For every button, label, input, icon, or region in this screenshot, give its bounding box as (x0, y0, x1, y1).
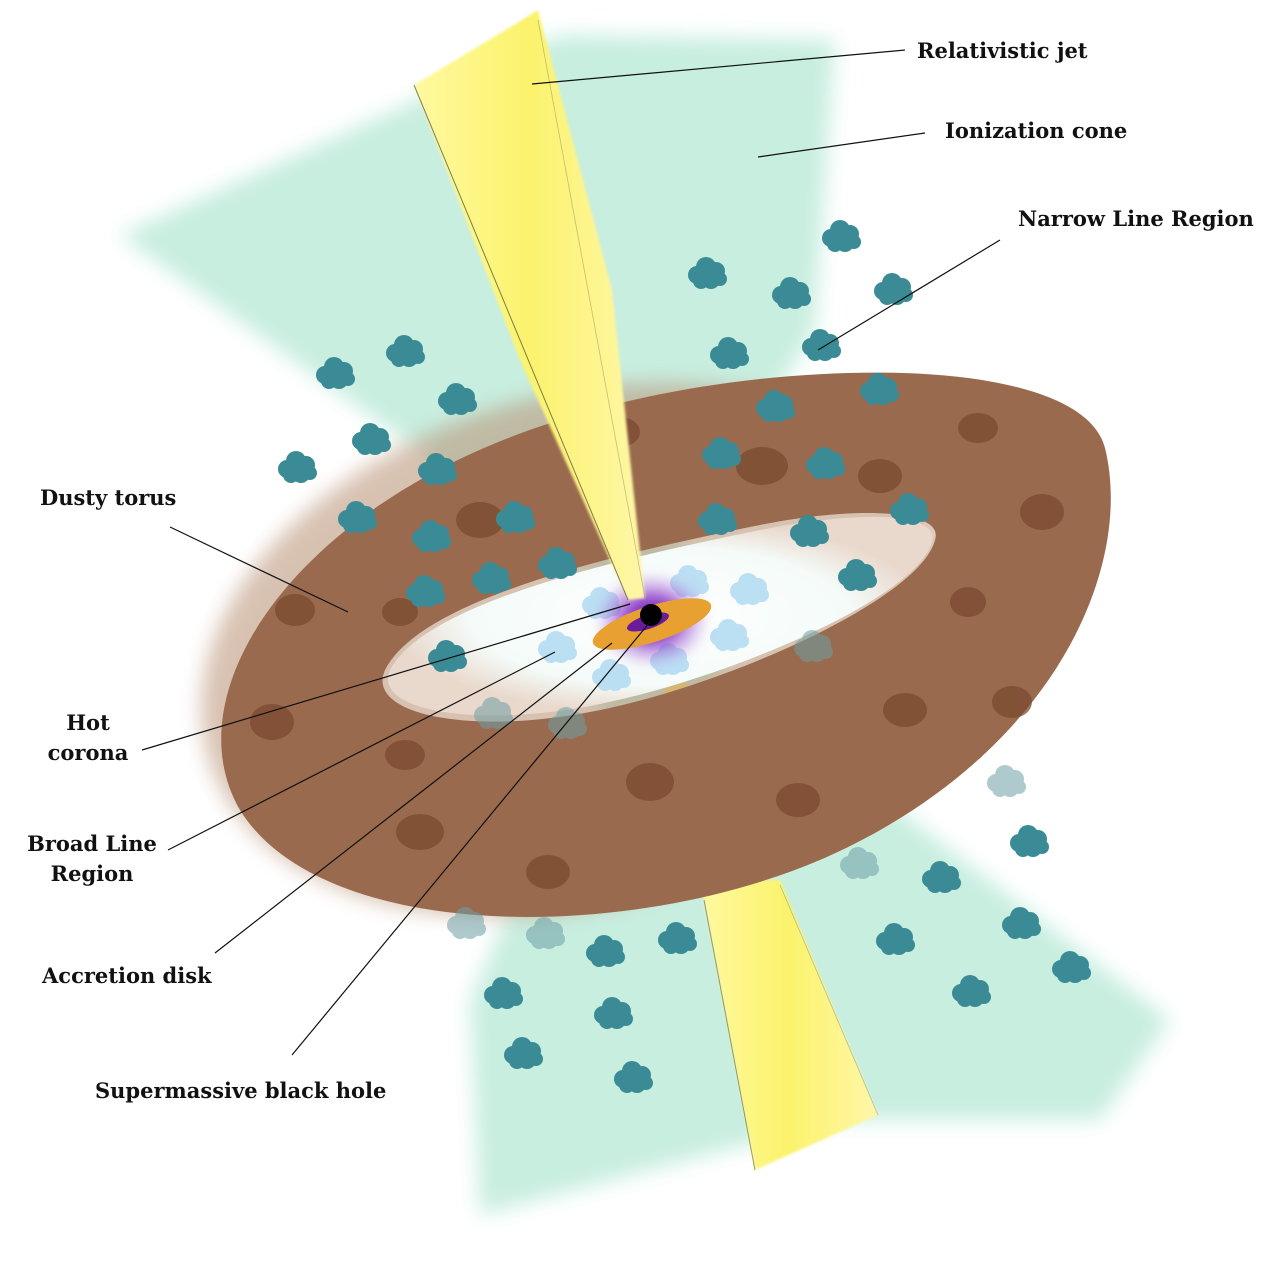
label-broad-line-region-line2: Region (50, 861, 134, 886)
dusty-torus (221, 372, 1111, 917)
leader-relativistic-jet (531, 49, 906, 85)
leader-broad-line-region (167, 651, 556, 851)
leader-narrow-line-region (817, 239, 1001, 351)
leader-dusty-torus (169, 526, 349, 613)
label-relativistic-jet: Relativistic jet (917, 38, 1088, 63)
label-broad-line-region-line1: Broad Line (27, 831, 157, 856)
label-dusty-torus: Dusty torus (40, 485, 177, 510)
relativistic-jet-upper (413, 10, 646, 601)
label-ionization-cone: Ionization cone (945, 118, 1128, 143)
label-broad-line-region: Broad Line Region (22, 829, 162, 889)
leader-hot-corona (141, 603, 631, 751)
label-supermassive-black-hole: Supermassive black hole (95, 1078, 387, 1103)
label-hot-corona: Hot corona (38, 708, 138, 768)
leader-ionization-cone (757, 132, 926, 158)
leader-supermassive-black-hole (291, 621, 651, 1056)
label-accretion-disk: Accretion disk (42, 963, 212, 988)
black-hole-icon (640, 604, 662, 626)
label-narrow-line-region: Narrow Line Region (1018, 206, 1254, 231)
leader-accretion-disk (214, 642, 613, 954)
leader-lines (141, 49, 1001, 1056)
torus-dust-spots (250, 413, 1064, 889)
label-hot-corona-line1: Hot (66, 710, 110, 735)
label-hot-corona-line2: corona (47, 740, 129, 765)
